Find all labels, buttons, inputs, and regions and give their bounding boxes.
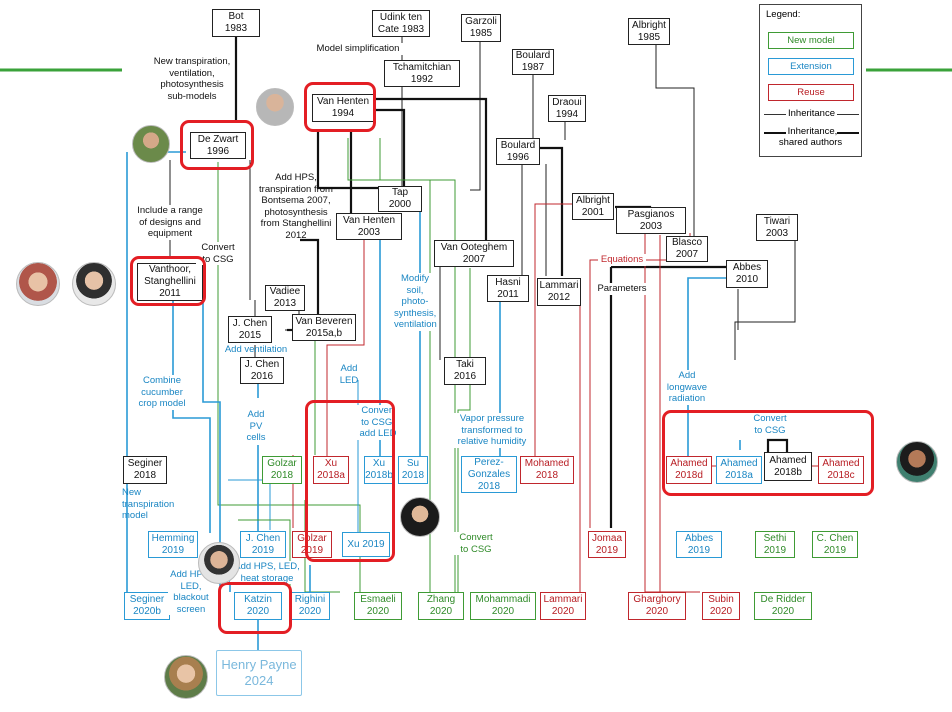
node-van-ooteghem: Van Ooteghem 2007: [434, 240, 514, 267]
node-van-henten-2003: Van Henten 2003: [336, 213, 402, 240]
node-j-chen-2019: J. Chen 2019: [240, 531, 286, 558]
node-seginer-2020b: Seginer 2020b: [124, 592, 170, 620]
node-katzin: Katzin 2020: [234, 592, 282, 620]
node-van-henten-1994: Van Henten 1994: [312, 94, 374, 122]
node-xu-2018a: Xu 2018a: [313, 456, 349, 484]
annotation-new-transpiration: New transpiration, ventilation, photosyn…: [153, 56, 231, 102]
node-hemming: Hemming 2019: [148, 531, 198, 558]
annotation-convert-csg-1: Convert to CSG: [196, 242, 240, 265]
node-esmaeli: Esmaeli 2020: [354, 592, 402, 620]
annotation-add-longwave: Add longwave radiation: [664, 370, 710, 405]
node-mohamed: Mohamed 2018: [520, 456, 574, 484]
legend-extension: Extension: [768, 58, 854, 75]
annotation-include-range: Include a range of designs and equipment: [137, 205, 203, 239]
legend-inheritance: Inheritance: [760, 108, 863, 119]
legend-shared-label: Inheritance, shared authors: [778, 126, 845, 148]
node-perez-gonzales: Perez- Gonzales 2018: [461, 456, 517, 493]
portrait-katzin: [198, 542, 240, 584]
legend-new-model: New model: [768, 32, 854, 49]
node-albright-1985: Albright 1985: [628, 18, 670, 45]
annotation-add-ventilation: Add ventilation: [224, 344, 288, 355]
legend-reuse: Reuse: [768, 84, 854, 101]
highlight-xu-group: [305, 400, 395, 562]
node-zhang: Zhang 2020: [418, 592, 464, 620]
shared-inheritance-lines: [234, 32, 789, 528]
node-gharghory: Gharghory 2020: [628, 592, 686, 620]
node-mohammadi: Mohammadi 2020: [470, 592, 536, 620]
node-tap: Tap 2000: [378, 186, 422, 212]
annotation-add-led: Add LED: [339, 363, 359, 386]
portrait-ahamed: [896, 441, 938, 483]
node-vadiee: Vadiee 2013: [265, 285, 305, 311]
node-de-ridder: De Ridder 2020: [754, 592, 812, 620]
node-draoui: Draoui 1994: [548, 95, 586, 122]
node-xu-2018b: Xu 2018b: [364, 456, 394, 484]
annotation-add-hps-led-heat: Add HPS, LED, heat storage: [230, 561, 304, 584]
highlight-van-henten-1994: [304, 82, 376, 132]
legend-inheritance-label: Inheritance: [785, 108, 837, 119]
legend-inheritance-shared: Inheritance, shared authors: [760, 126, 863, 148]
annotation-new-transp-model: New transpiration model: [122, 487, 175, 521]
annotation-vapor-pressure: Vapor pressure transformed to relative h…: [452, 413, 532, 448]
portrait-van-henten: [256, 88, 294, 126]
node-ahamed-2018d: Ahamed 2018d: [666, 456, 712, 484]
node-righini: Righini 2020: [290, 592, 330, 620]
annotation-convert-csg-3: Convert to CSG: [454, 532, 498, 555]
portrait-payne: [164, 655, 208, 699]
node-subin: Subin 2020: [702, 592, 740, 620]
node-j-chen-2015: J. Chen 2015: [228, 316, 272, 343]
node-blasco: Blasco 2007: [666, 236, 708, 262]
portrait-man-glasses: [72, 262, 116, 306]
node-golzar-2018: Golzar 2018: [262, 456, 302, 484]
node-van-beveren: Van Beveren 2015a,b: [292, 314, 356, 341]
node-ahamed-2018b: Ahamed 2018b: [764, 452, 812, 481]
node-abbes-2019: Abbes 2019: [676, 531, 722, 558]
node-jomaa: Jomaa 2019: [588, 531, 626, 558]
annotation-add-pv: Add PV cells: [246, 409, 266, 443]
node-lammari-2012: Lammari 2012: [537, 278, 581, 306]
node-su-2018: Su 2018: [398, 456, 428, 484]
highlight-vanthoor: [130, 256, 206, 306]
portrait-woman: [16, 262, 60, 306]
highlight-de-zwart: [180, 120, 254, 170]
node-bot: Bot 1983: [212, 9, 260, 37]
annotation-combine-cucumber: Combine cucumber crop model: [130, 375, 194, 410]
node-boulard-1987: Boulard 1987: [512, 49, 554, 75]
node-garzoli: Garzoli 1985: [461, 14, 501, 42]
annotation-convert-csg-2: Convert to CSG: [748, 413, 792, 436]
node-lammari-2020: Lammari 2020: [540, 592, 586, 620]
node-vanthoor: Vanthoor, Stanghellini 2011: [137, 263, 203, 301]
node-ahamed-2018c: Ahamed 2018c: [818, 456, 864, 484]
node-hasni: Hasni 2011: [487, 275, 529, 302]
annotation-add-hps: Add HPS, transpiration from Bontsema 200…: [259, 172, 333, 241]
annotation-parameters: Parameters: [594, 283, 650, 295]
node-boulard-1996: Boulard 1996: [496, 138, 540, 165]
node-sethi: Sethi 2019: [755, 531, 795, 558]
legend: Legend: New model Extension Reuse Inheri…: [759, 4, 862, 157]
node-tchamitchian: Tchamitchian 1992: [384, 60, 460, 87]
node-ahamed-2018a: Ahamed 2018a: [716, 456, 762, 484]
highlight-ahamed-group: [662, 410, 874, 496]
node-seginer-2018: Seginer 2018: [123, 456, 167, 484]
node-abbes-2010: Abbes 2010: [726, 260, 768, 288]
node-udink: Udink ten Cate 1983: [372, 10, 430, 37]
node-c-chen: C. Chen 2019: [812, 531, 858, 558]
portrait-de-zwart: [132, 125, 170, 163]
highlight-katzin: [218, 582, 292, 634]
node-tiwari: Tiwari 2003: [756, 214, 798, 241]
annotation-equations: Equations: [598, 254, 646, 266]
node-henry-payne: Henry Payne 2024: [216, 650, 302, 696]
annotation-model-simplification: Model simplification: [304, 43, 412, 55]
legend-title: Legend:: [766, 9, 801, 20]
node-de-zwart: De Zwart 1996: [190, 132, 246, 159]
annotation-convert-csg-led: Convert to CSG, add LED: [352, 405, 404, 440]
annotation-modify-soil: Modify soil, photo- synthesis, ventilati…: [394, 273, 437, 331]
node-taki: Taki 2016: [444, 357, 486, 385]
node-xu-2019: Xu 2019: [342, 532, 390, 557]
node-pasgianos: Pasgianos 2003: [616, 207, 686, 234]
node-albright-2001: Albright 2001: [572, 193, 614, 220]
node-j-chen-2016: J. Chen 2016: [240, 357, 284, 384]
portrait-xu: [400, 497, 440, 537]
